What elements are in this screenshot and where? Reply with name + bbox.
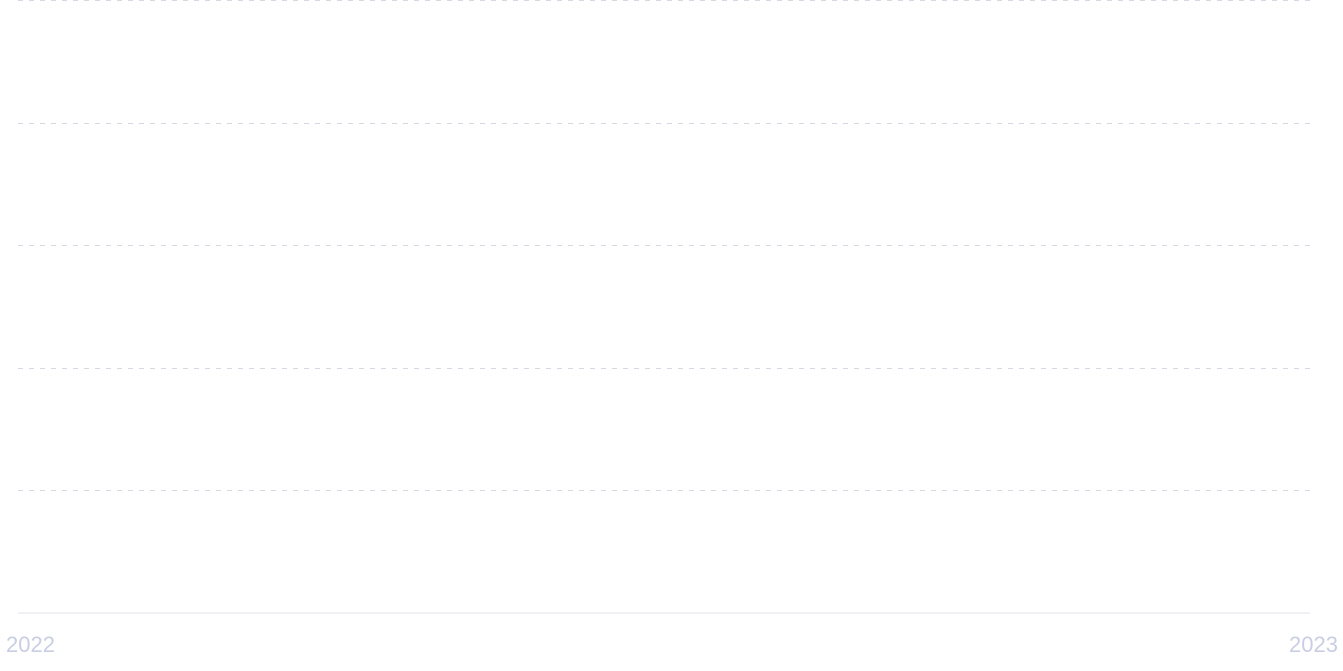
x-tick-label: 2022 bbox=[6, 632, 55, 657]
x-axis-ticks: 2022 2023 bbox=[6, 632, 1338, 657]
grid-lines bbox=[18, 0, 1310, 491]
x-tick-label: 2023 bbox=[1289, 632, 1338, 657]
